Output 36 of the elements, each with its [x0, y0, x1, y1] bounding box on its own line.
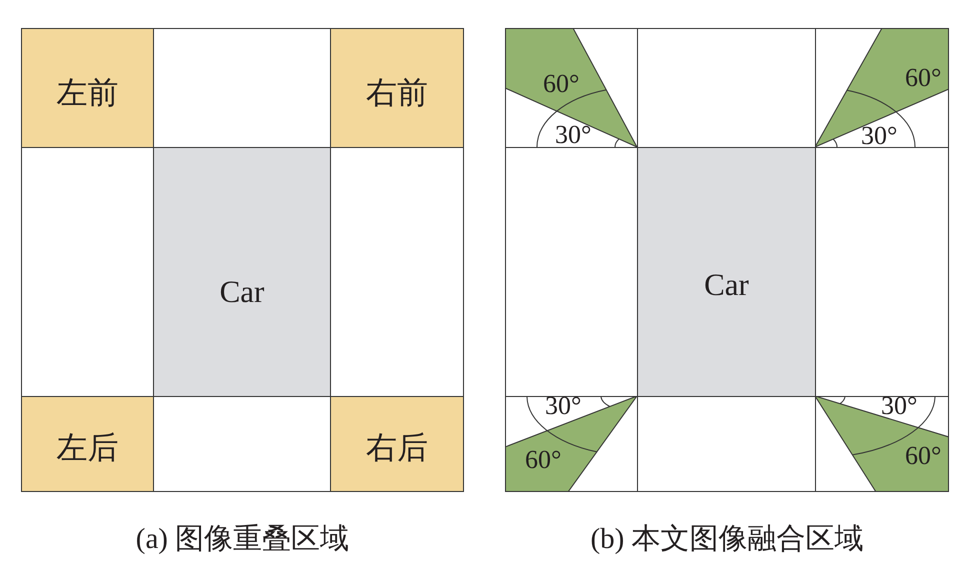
blank-region	[153, 396, 331, 492]
angle-label: 60°	[905, 446, 942, 467]
region-label: 左后	[56, 432, 118, 462]
overlap-region	[330, 396, 464, 492]
fusion-region	[505, 28, 638, 148]
fusion-region	[505, 396, 638, 492]
fusion-region	[815, 396, 949, 492]
overlap-region	[21, 28, 154, 148]
region-label: 左前	[56, 76, 118, 108]
angle-label: 30°	[861, 126, 898, 147]
blank-region	[21, 147, 154, 397]
blank-region	[153, 28, 331, 148]
angle-label: 30°	[555, 125, 592, 146]
figure-caption: (b) 本文图像融合区域	[590, 524, 864, 554]
vehicle-region	[153, 147, 331, 397]
grid-panel	[21, 28, 464, 492]
fusion-region	[815, 28, 949, 148]
blank-region	[637, 28, 816, 148]
overlap-region	[21, 396, 154, 492]
region-label: 右后	[366, 432, 428, 462]
region-label: 右前	[366, 76, 428, 108]
vehicle-label: Car	[704, 268, 749, 300]
overlap-region	[330, 28, 464, 148]
blank-region	[330, 147, 464, 397]
blank-region	[505, 147, 638, 397]
angle-label: 30°	[545, 396, 582, 417]
grid-panel	[505, 28, 949, 492]
blank-region	[637, 396, 816, 492]
angle-label: 60°	[543, 74, 580, 95]
angle-label: 60°	[525, 450, 562, 471]
angle-label: 30°	[881, 396, 918, 417]
blank-region	[815, 147, 949, 397]
angle-label: 60°	[905, 68, 942, 89]
vehicle-region	[637, 147, 816, 397]
figure-caption: (a) 图像重叠区域	[136, 524, 350, 554]
vehicle-label: Car	[220, 276, 264, 306]
